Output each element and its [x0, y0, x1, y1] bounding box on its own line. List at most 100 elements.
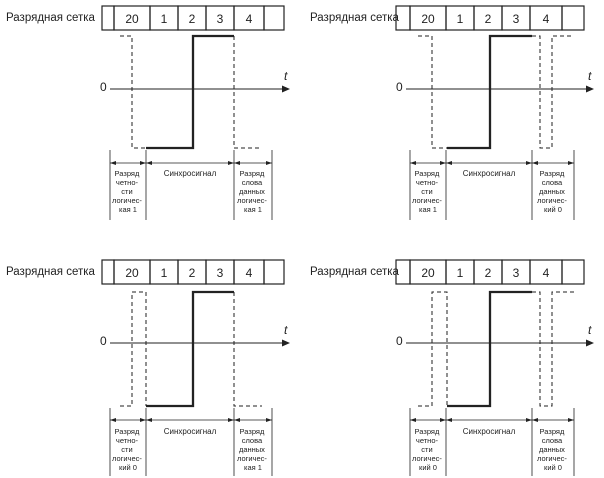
dimension-arrow — [410, 161, 416, 165]
grid-cell — [561, 259, 585, 285]
timing-annotations — [409, 150, 575, 220]
dimension-arrow — [140, 418, 146, 422]
parity-bit-signal — [120, 35, 146, 149]
parity-bit-signal — [120, 291, 147, 407]
bit-grid: 20 1 2 3 4 — [395, 5, 585, 31]
data-bit-signal — [532, 291, 574, 407]
grid-label: Разрядная сетка — [310, 266, 400, 278]
zero-label: 0 — [100, 80, 107, 94]
grid-cell-label: 2 — [189, 12, 196, 26]
grid-cell-label: 4 — [246, 266, 253, 280]
grid-label: Разрядная сетка — [6, 12, 96, 24]
panel-bottom-right: Разрядная сетка 20 1 2 3 4 0 t — [310, 259, 594, 476]
signal-waveform — [418, 34, 574, 150]
data-bit-label: Разряд слова данных логичес- кий 0 — [537, 427, 569, 472]
signal-waveform — [120, 290, 262, 408]
grid-cell-label: 3 — [513, 266, 520, 280]
grid-cell-label: 4 — [543, 266, 550, 280]
bit-grid: 20 1 2 3 4 — [395, 259, 585, 285]
grid-label: Разрядная сетка — [310, 12, 400, 24]
dimension-arrow — [266, 418, 272, 422]
panel-top-left: Разрядная сетка 20 1 2 3 4 0 t — [6, 5, 290, 220]
dimension-arrow — [146, 418, 152, 422]
grid-cell-label: 20 — [125, 12, 139, 26]
signal-axes: 0 t — [100, 69, 290, 94]
dimension-arrow — [440, 418, 446, 422]
zero-label: 0 — [100, 334, 107, 348]
dimension-arrow — [110, 161, 116, 165]
dimension-arrow — [526, 418, 532, 422]
grid-cell — [263, 259, 285, 285]
dimension-arrow — [140, 161, 146, 165]
sync-signal — [447, 34, 532, 150]
dimension-arrow — [446, 418, 452, 422]
dimension-arrow — [110, 418, 116, 422]
sync-signal — [447, 290, 532, 408]
grid-cell-label: 2 — [485, 266, 492, 280]
data-bit-label: Разряд слова данных логичес- кий 0 — [537, 169, 569, 214]
dimension-arrow — [410, 418, 416, 422]
data-bit-label: Разряд слова данных логичес- кая 1 — [237, 169, 269, 214]
zero-label: 0 — [396, 334, 403, 348]
panel-bottom-left: Разрядная сетка 20 1 2 3 4 0 t — [6, 259, 290, 476]
grid-label: Разрядная сетка — [6, 266, 96, 278]
timing-annotations — [109, 408, 273, 476]
dimension-arrow — [228, 418, 234, 422]
dimension-arrow — [446, 161, 452, 165]
parity-bit-label: Разряд четно- сти логичес- кий 0 — [412, 427, 444, 472]
signal-axes: 0 t — [396, 69, 594, 94]
grid-cell — [101, 5, 115, 31]
dimension-arrow — [440, 161, 446, 165]
sync-label: Синхросигнал — [463, 427, 516, 436]
signal-axes: 0 t — [396, 323, 594, 348]
grid-cell-label: 1 — [161, 12, 168, 26]
sync-label: Синхросигнал — [463, 169, 516, 178]
dimension-arrow — [568, 418, 574, 422]
time-axis-label: t — [588, 323, 592, 337]
signal-axes: 0 t — [100, 323, 290, 348]
dimension-arrow — [266, 161, 272, 165]
timing-annotations — [109, 150, 273, 220]
parity-bit-label: Разряд четно- сти логичес- кая 1 — [112, 169, 144, 214]
grid-cell — [101, 259, 115, 285]
signal-waveform — [120, 34, 262, 150]
dimension-arrow — [568, 161, 574, 165]
parity-bit-signal — [418, 291, 448, 407]
data-bit-signal — [233, 292, 262, 407]
parity-bit-signal — [418, 35, 447, 149]
data-bit-signal — [532, 35, 574, 149]
data-bit-signal — [233, 36, 262, 149]
bit-grid: 20 1 2 3 4 — [101, 5, 285, 31]
grid-cell-label: 2 — [485, 12, 492, 26]
bit-grid: 20 1 2 3 4 — [101, 259, 285, 285]
region-labels: Разряд четно- сти логичес- кая 1 Синхрос… — [112, 169, 269, 214]
time-axis-arrow — [586, 339, 594, 347]
grid-cell-label: 1 — [457, 12, 464, 26]
time-axis-label: t — [588, 69, 592, 83]
region-labels: Разряд четно- сти логичес- кий 0 Синхрос… — [412, 427, 569, 472]
parity-bit-label: Разряд четно- сти логичес- кий 0 — [112, 427, 144, 472]
data-bit-label: Разряд слова данных логичес- кая 1 — [237, 427, 269, 472]
time-axis-arrow — [282, 339, 290, 347]
sync-signal — [146, 34, 234, 150]
grid-cell-label: 3 — [217, 12, 224, 26]
dimension-arrow — [532, 161, 538, 165]
grid-cell-label: 20 — [421, 12, 435, 26]
grid-cell-label: 1 — [161, 266, 168, 280]
grid-cell — [561, 5, 585, 31]
sync-label: Синхросигнал — [164, 169, 217, 178]
region-labels: Разряд четно- сти логичес- кий 0 Синхрос… — [112, 427, 269, 472]
grid-cell — [263, 5, 285, 31]
parity-bit-label: Разряд четно- сти логичес- кая 1 — [412, 169, 444, 214]
grid-cell-label: 4 — [246, 12, 253, 26]
grid-cell-label: 3 — [513, 12, 520, 26]
panel-top-right: Разрядная сетка 20 1 2 3 4 0 t — [310, 5, 594, 220]
sync-label: Синхросигнал — [164, 427, 217, 436]
time-axis-label: t — [284, 69, 288, 83]
dimension-arrow — [228, 161, 234, 165]
grid-cell-label: 4 — [543, 12, 550, 26]
grid-cell-label: 1 — [457, 266, 464, 280]
region-labels: Разряд четно- сти логичес- кая 1 Синхрос… — [412, 169, 569, 214]
signal-waveform — [418, 290, 574, 408]
